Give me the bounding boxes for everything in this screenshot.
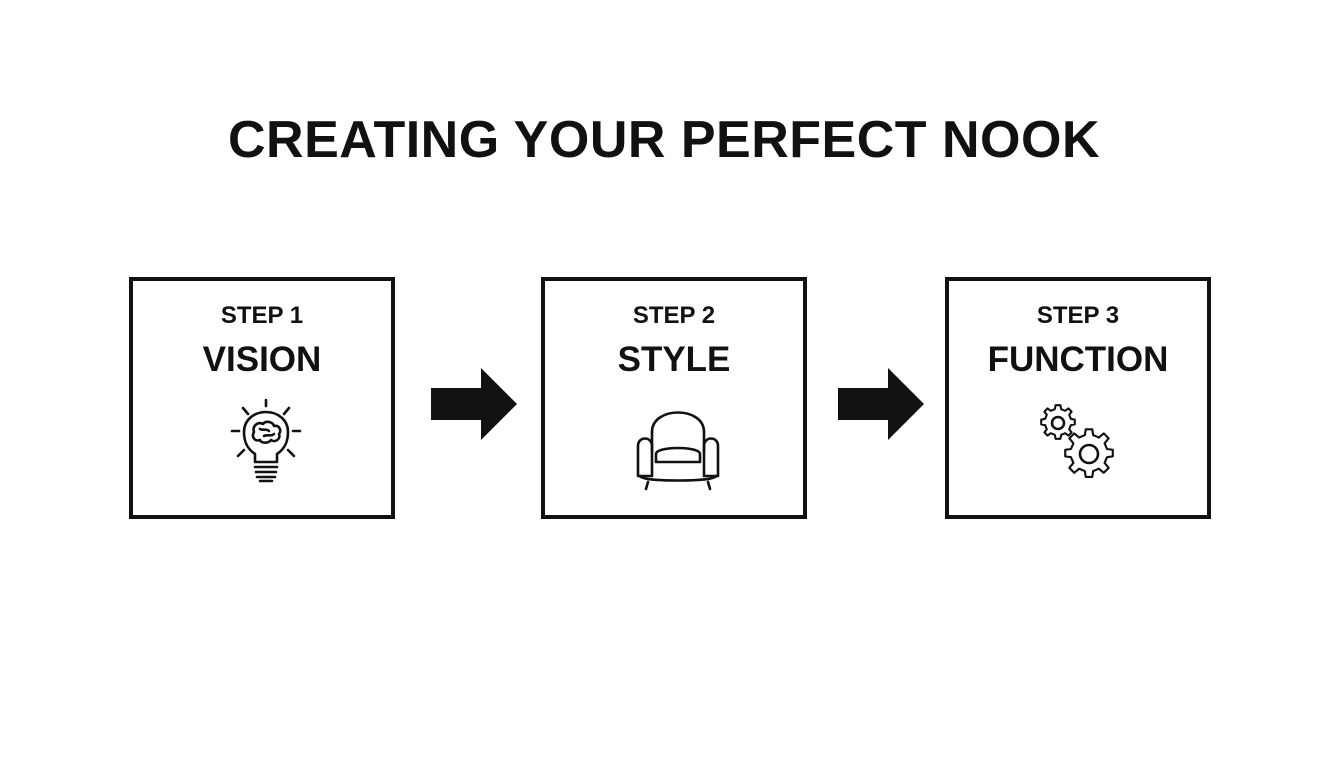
step-2-box: STEP 2 STYLE — [541, 277, 807, 519]
step-3-box: STEP 3 FUNCTION — [945, 277, 1211, 519]
step-2-label: STEP 2 — [632, 302, 716, 329]
lightbulb-brain-icon — [230, 398, 302, 483]
diagram-title: CREATING YOUR PERFECT NOOK — [227, 111, 1100, 169]
step-1-box: STEP 1 VISION — [129, 277, 395, 519]
step-1-label: STEP 1 — [220, 302, 304, 329]
arrow-right-icon — [838, 368, 924, 440]
step-3-name: FUNCTION — [987, 340, 1169, 379]
step-2-name: STYLE — [617, 340, 731, 379]
step-1-name: VISION — [202, 340, 322, 379]
arrow-right-icon — [431, 368, 517, 440]
step-3-label: STEP 3 — [1036, 302, 1120, 329]
gears-icon — [1040, 404, 1114, 478]
armchair-icon — [636, 411, 720, 491]
